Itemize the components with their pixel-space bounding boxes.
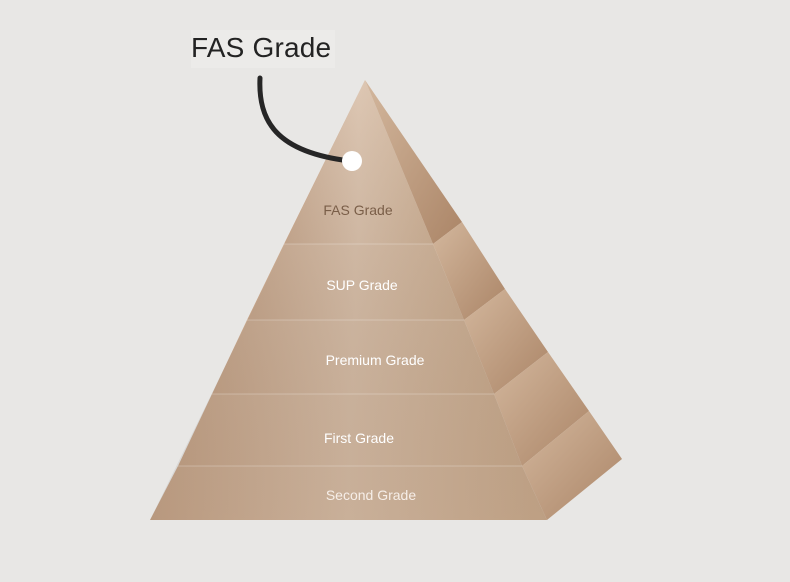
- side-faces: [365, 80, 622, 520]
- callout-title: FAS Grade: [191, 30, 336, 68]
- tier-label-fas: FAS Grade: [323, 202, 392, 218]
- tier-label-premium: Premium Grade: [326, 352, 425, 368]
- tier-label-sup: SUP Grade: [326, 277, 398, 293]
- tier-dividers: [178, 243, 522, 467]
- front-shading: [150, 80, 547, 520]
- tier-labels: FAS Grade SUP Grade Premium Grade First …: [323, 202, 424, 503]
- tier-2-side: [433, 222, 505, 320]
- front-faces: [150, 80, 547, 520]
- tier-4-side: [494, 352, 589, 466]
- tier-1-side: [365, 80, 462, 244]
- tier-3-side: [464, 289, 548, 394]
- callout-dot-icon: [342, 151, 362, 171]
- tier-label-second: Second Grade: [326, 487, 416, 503]
- tier-5-side: [522, 411, 622, 520]
- tier-label-first: First Grade: [324, 430, 394, 446]
- callout-line: [257, 75, 353, 164]
